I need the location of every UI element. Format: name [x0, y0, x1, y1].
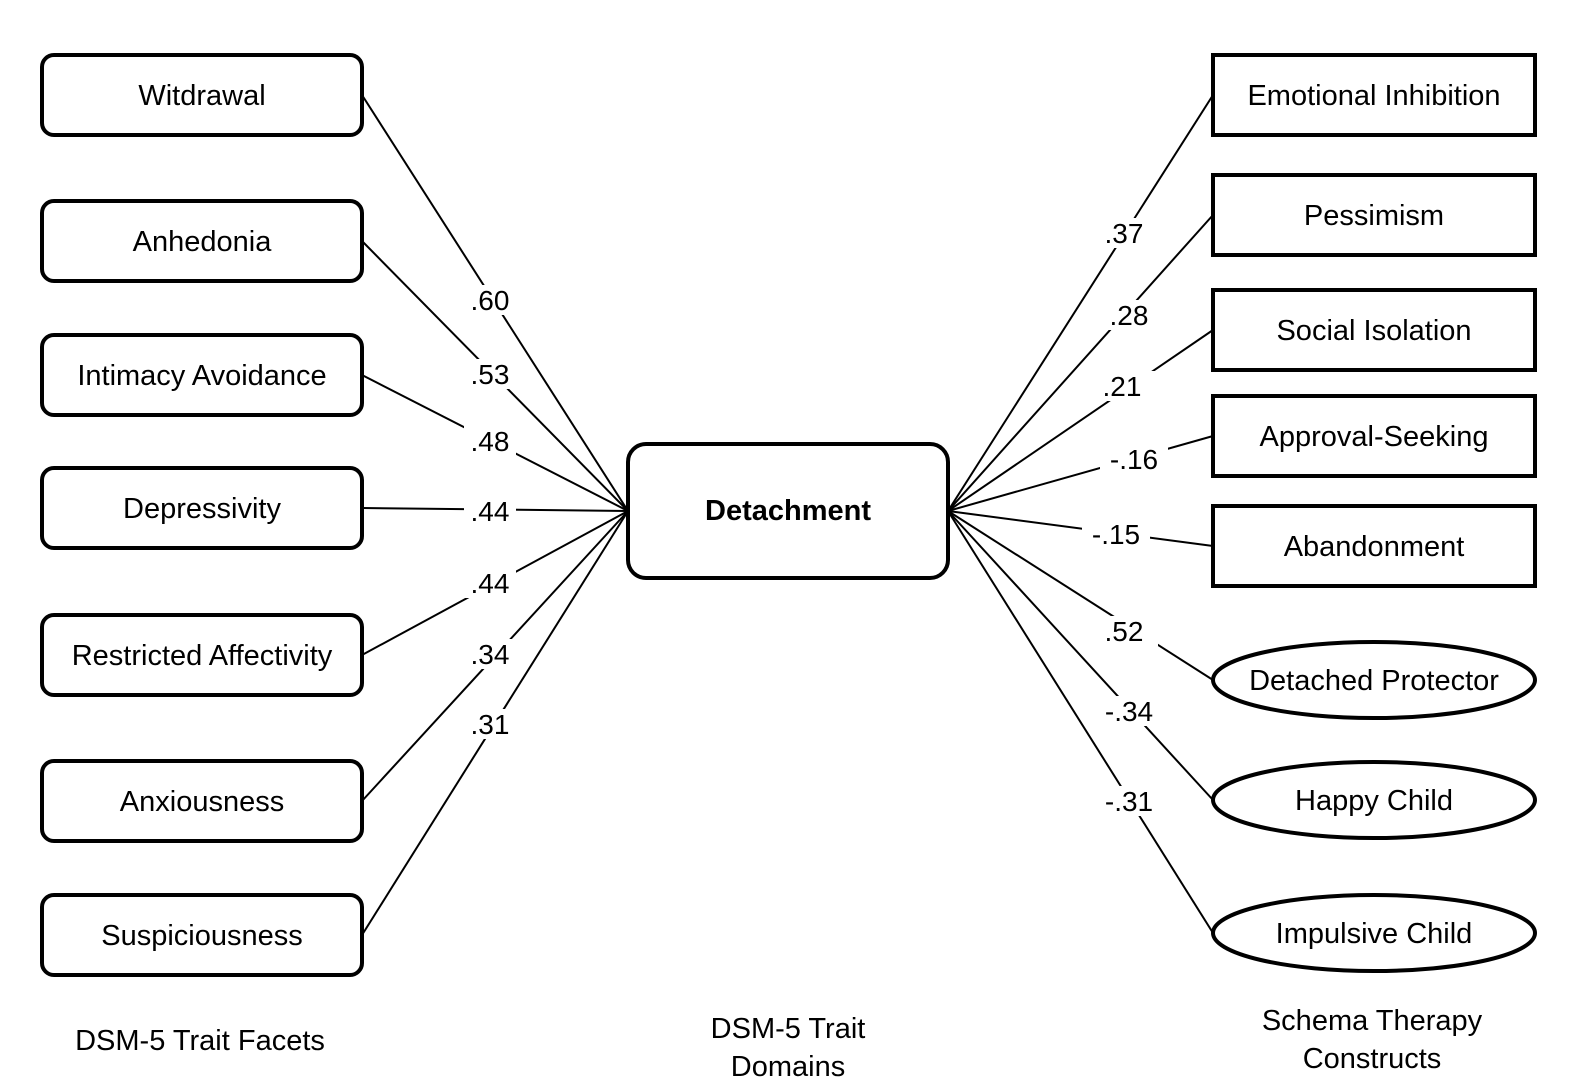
right-node-ellipse	[1211, 893, 1537, 973]
edge-weight-pessimism: .28	[1110, 300, 1149, 331]
edge-label-bg-detached-protector	[1090, 616, 1158, 646]
edge-label-bg-emotional-inhibition	[1090, 218, 1158, 248]
right-node-detached-protector: Detached Protector	[1211, 640, 1537, 720]
center-node: Detachment	[626, 442, 950, 580]
edge-label-bg-impulsive-child	[1095, 786, 1163, 816]
edge-weight-detached-protector: .52	[1105, 616, 1144, 647]
edge-approval-seeking	[947, 435, 1214, 512]
right-node-happy-child: Happy Child	[1211, 760, 1537, 840]
right-node-label: Pessimism	[1304, 200, 1444, 232]
right-node-social-isolation: Social Isolation	[1211, 288, 1537, 372]
right-node-label: Abandonment	[1284, 531, 1465, 563]
right-node-label: Emotional Inhibition	[1247, 80, 1500, 112]
left-node-label: Anhedonia	[133, 226, 273, 258]
left-node-label: Intimacy Avoidance	[77, 360, 326, 392]
edge-weight-depressivity: .44	[471, 496, 510, 527]
edge-label-bg-intimacy-avoidance	[464, 426, 516, 456]
left-node-box	[40, 199, 364, 283]
right-node-box	[1211, 53, 1537, 137]
edge-weight-happy-child: -.34	[1105, 696, 1153, 727]
left-node-witdrawal: Witdrawal	[40, 53, 364, 137]
left-node-restricted-affectivity: Restricted Affectivity	[40, 613, 364, 697]
center-node-label: Detachment	[705, 495, 871, 527]
edge-weight-witdrawal: .60	[471, 285, 510, 316]
edge-weight-approval-seeking: -.16	[1110, 444, 1158, 475]
edge-weight-suspiciousness: .31	[471, 709, 510, 740]
left-node-label: Depressivity	[123, 493, 281, 525]
edge-weight-abandonment: -.15	[1092, 519, 1140, 550]
left-node-box	[40, 613, 364, 697]
edge-label-bg-pessimism	[1095, 300, 1163, 330]
left-node-anhedonia: Anhedonia	[40, 199, 364, 283]
center-node-box	[626, 442, 950, 580]
left-node-anxiousness: Anxiousness	[40, 759, 364, 843]
left-node-label: Restricted Affectivity	[72, 640, 333, 672]
edge-label-bg-depressivity	[464, 496, 516, 526]
left-node-box	[40, 759, 364, 843]
footer-right-label-line2: Constructs	[1303, 1043, 1442, 1075]
edge-happy-child	[947, 510, 1214, 801]
edge-weight-anxiousness: .34	[471, 639, 510, 670]
edge-label-bg-approval-seeking	[1100, 444, 1168, 474]
right-node-label: Detached Protector	[1249, 665, 1499, 697]
right-node-box	[1211, 394, 1537, 478]
right-node-box	[1211, 504, 1537, 588]
edge-label-bg-social-isolation	[1088, 371, 1156, 401]
edge-weight-anhedonia: .53	[471, 359, 510, 390]
left-node-label: Anxiousness	[120, 786, 284, 818]
edge-abandonment	[947, 510, 1214, 547]
right-node-ellipse	[1211, 760, 1537, 840]
right-node-impulsive-child: Impulsive Child	[1211, 893, 1537, 973]
edge-labels-layer: .60 .53 .48 .44 .44 .34 .31 .37 .28 .21 -.16 -.15 .5…	[464, 218, 1168, 817]
right-node-label: Impulsive Child	[1276, 918, 1473, 950]
right-node-label: Happy Child	[1295, 785, 1453, 817]
left-node-box	[40, 893, 364, 977]
right-node-ellipse	[1211, 640, 1537, 720]
edge-weight-intimacy-avoidance: .48	[471, 426, 510, 457]
edge-impulsive-child	[947, 510, 1214, 934]
edge-label-bg-anxiousness	[464, 639, 516, 669]
left-node-suspiciousness: Suspiciousness	[40, 893, 364, 977]
left-node-label: Witdrawal	[138, 80, 265, 112]
right-node-label: Approval-Seeking	[1260, 421, 1489, 453]
edge-weight-social-isolation: .21	[1103, 371, 1142, 402]
edge-detached-protector	[947, 510, 1214, 681]
edge-label-bg-abandonment	[1082, 519, 1150, 549]
edge-label-bg-happy-child	[1095, 696, 1163, 726]
right-node-label: Social Isolation	[1276, 315, 1471, 347]
right-node-box	[1211, 173, 1537, 257]
left-node-box	[40, 53, 364, 137]
right-node-abandonment: Abandonment	[1211, 504, 1537, 588]
edge-social-isolation	[947, 329, 1214, 512]
edge-label-bg-restricted-affectivity	[464, 568, 516, 598]
left-node-depressivity: Depressivity	[40, 466, 364, 550]
footer-left-label: DSM-5 Trait Facets	[75, 1025, 325, 1057]
footer-middle-label-line2: Domains	[731, 1051, 845, 1083]
edge-label-bg-witdrawal	[464, 285, 516, 315]
edge-label-bg-suspiciousness	[464, 709, 516, 739]
edge-label-bg-anhedonia	[464, 359, 516, 389]
edge-emotional-inhibition	[947, 94, 1214, 512]
edge-weight-impulsive-child: -.31	[1105, 786, 1153, 817]
right-node-box	[1211, 288, 1537, 372]
edge-weight-emotional-inhibition: .37	[1105, 218, 1144, 249]
right-node-pessimism: Pessimism	[1211, 173, 1537, 257]
edge-pessimism	[947, 214, 1214, 512]
left-node-intimacy-avoidance: Intimacy Avoidance	[40, 333, 364, 417]
left-node-box	[40, 333, 364, 417]
right-node-approval-seeking: Approval-Seeking	[1211, 394, 1537, 478]
left-node-label: Suspiciousness	[101, 920, 303, 952]
footer-right-label-line1: Schema Therapy	[1262, 1005, 1483, 1037]
edge-weight-restricted-affectivity: .44	[471, 568, 510, 599]
left-node-box	[40, 466, 364, 550]
right-node-emotional-inhibition: Emotional Inhibition	[1211, 53, 1537, 137]
footer-middle-label-line1: DSM-5 Trait	[711, 1013, 866, 1045]
